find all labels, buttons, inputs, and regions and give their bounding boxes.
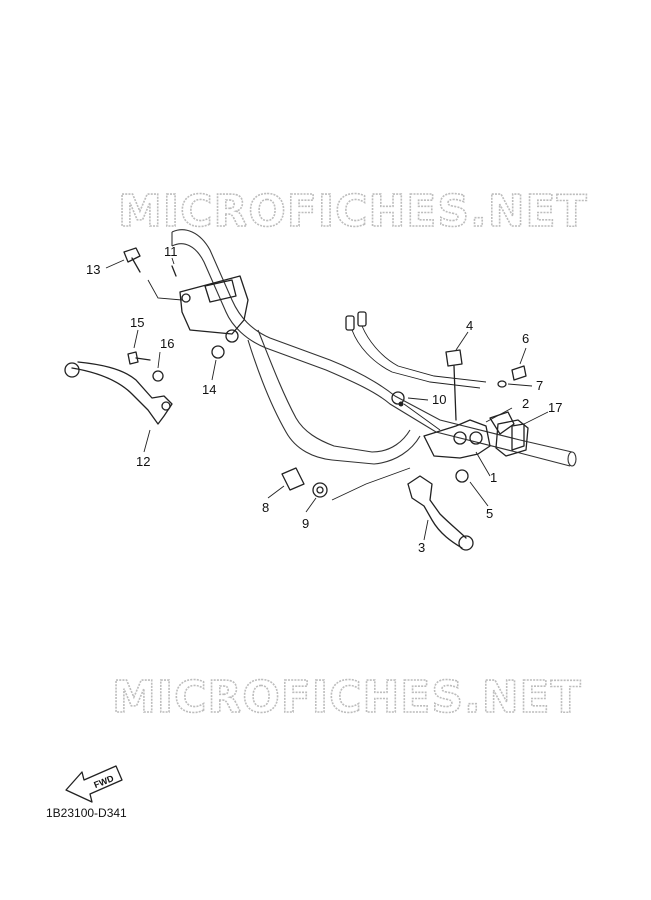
screw-11 xyxy=(171,265,177,277)
screw-6 xyxy=(511,365,527,381)
adjuster-10 xyxy=(391,391,405,407)
watermark-bottom: MICROFICHES.NET xyxy=(112,672,582,723)
bolt-4 xyxy=(445,349,463,421)
leader-lines xyxy=(105,257,549,541)
handlebar xyxy=(171,229,577,467)
callout-9: 9 xyxy=(302,516,309,531)
callout-1: 1 xyxy=(490,470,497,485)
watermark-top: MICROFICHES.NET xyxy=(118,186,588,237)
callout-5: 5 xyxy=(486,506,493,521)
master-cylinder-left xyxy=(179,275,249,343)
nut-9 xyxy=(312,482,328,498)
callout-12: 12 xyxy=(136,454,150,469)
callout-15: 15 xyxy=(130,315,144,330)
diagram-code: 1B23100-D341 xyxy=(46,806,127,820)
callout-10: 10 xyxy=(432,392,446,407)
callout-2: 2 xyxy=(522,396,529,411)
callout-4: 4 xyxy=(466,318,473,333)
switch-assembly xyxy=(495,419,529,457)
adjuster-8 xyxy=(281,467,305,491)
washer-7 xyxy=(497,380,507,388)
cables xyxy=(345,311,487,389)
fwd-arrow-icon: FWD xyxy=(65,765,123,803)
callout-7: 7 xyxy=(536,378,543,393)
callout-16: 16 xyxy=(160,336,174,351)
callout-13: 13 xyxy=(86,262,100,277)
callout-3: 3 xyxy=(418,540,425,555)
lever-left xyxy=(64,361,173,425)
bolt-15 xyxy=(127,351,151,365)
callout-14: 14 xyxy=(202,382,216,397)
callout-6: 6 xyxy=(522,331,529,346)
bolt-13 xyxy=(123,247,141,273)
clutch-holder xyxy=(423,411,515,459)
nut-14 xyxy=(211,345,225,359)
callout-17: 17 xyxy=(548,400,562,415)
nut-16 xyxy=(152,370,164,382)
nut-5 xyxy=(455,469,469,483)
lever-right xyxy=(407,475,474,551)
callout-11: 11 xyxy=(164,244,178,259)
callout-8: 8 xyxy=(262,500,269,515)
